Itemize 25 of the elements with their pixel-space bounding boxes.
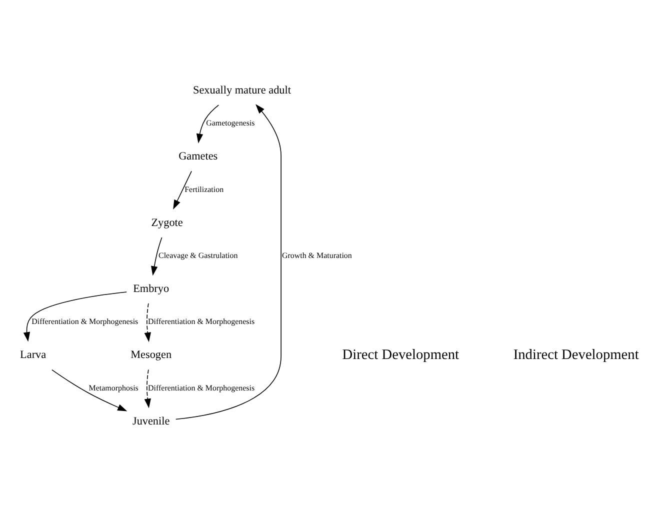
arrow (144, 369, 151, 408)
node-text: Sexually mature adult (193, 84, 291, 96)
edge-label: Differentiation & Morphogenesis (148, 383, 255, 392)
edge-label: Growth & Maturation (282, 250, 352, 260)
node-text: Larva (20, 349, 46, 362)
edge-label: Differentiation & Morphogenesis (148, 317, 255, 326)
edge-label: Gametogenesis (206, 118, 255, 128)
edge-label: Cleavage & Gastrulation (158, 250, 238, 260)
node-text: Mesogen (130, 349, 172, 362)
node-text: Gametes (178, 150, 218, 163)
node-text: Embryo (133, 283, 170, 296)
edge-label: Differentiation & Morphogenesis (32, 317, 138, 326)
edge-label: Metamorphosis (88, 383, 138, 392)
arrow (23, 292, 127, 342)
arrow (175, 104, 282, 420)
arrow (151, 237, 162, 276)
label: Direct Development (342, 346, 460, 363)
node-text: Juvenile (132, 415, 170, 428)
edge-label: Fertilization (184, 184, 224, 194)
label: Indirect Development (513, 346, 639, 363)
arrow (173, 170, 192, 210)
node-text: Zygote (151, 216, 183, 229)
arrow (144, 303, 151, 342)
arrow (52, 369, 128, 412)
arrow (196, 104, 219, 144)
